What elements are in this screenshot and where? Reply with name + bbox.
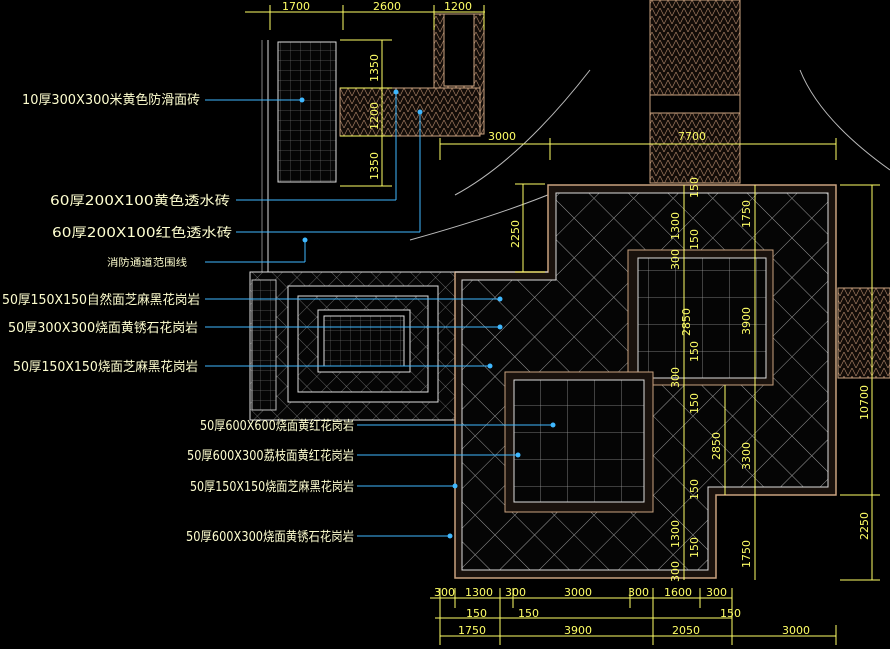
dim-c-2: 1750	[740, 200, 753, 228]
dim-c-15: 1750	[740, 540, 753, 568]
dim-c-9: 300	[669, 367, 682, 388]
dim-b3-4: 3000	[782, 624, 810, 637]
dim-c-5: 300	[669, 249, 682, 270]
label-6: 50厚300X300烧面黄锈石花岗岩	[8, 320, 198, 336]
dim-b3-1: 1750	[458, 624, 486, 637]
north-path	[649, 0, 741, 184]
dimension-texts: 1700 2600 1200 1350 1200 1350 3000 7700 …	[282, 0, 871, 637]
dim-b2-3: 150	[720, 607, 741, 620]
dim-b1-5: 300	[628, 586, 649, 599]
dim-left-v: 2250	[509, 220, 522, 248]
dim-c-13: 150	[688, 479, 701, 500]
east-path	[837, 287, 890, 379]
dim-c-3: 1300	[669, 212, 682, 240]
dim-top-1: 1700	[282, 0, 310, 13]
dim-b2-1: 150	[466, 607, 487, 620]
dim-b1-1: 300	[434, 586, 455, 599]
dim-c-17: 300	[669, 561, 682, 582]
leader-lines	[205, 92, 553, 537]
dim-b3-2: 3900	[564, 624, 592, 637]
label-8: 50厚600X600烧面黄红花岗岩	[200, 418, 354, 434]
dim-c-1: 150	[688, 177, 701, 198]
dim-right-total: 10700	[858, 385, 871, 420]
dim-ul-3: 1350	[368, 152, 381, 180]
label-7: 50厚150X150烧面芝麻黑花岗岩	[13, 359, 198, 375]
dim-b2-2: 150	[518, 607, 539, 620]
dim-right-lower: 2250	[858, 512, 871, 540]
label-3: 60厚200X100红色透水砖	[52, 225, 232, 241]
dim-b1-7: 300	[706, 586, 727, 599]
dim-b1-2: 1300	[465, 586, 493, 599]
label-10: 50厚150X150烧面芝麻黑花岗岩	[190, 479, 354, 495]
dim-b3-3: 2050	[672, 624, 700, 637]
west-plaza	[249, 271, 456, 421]
label-9: 50厚600X300荔枝面黄红花岗岩	[187, 448, 354, 464]
dim-c-7: 3900	[740, 307, 753, 335]
material-labels: 10厚300X300米黄色防滑面砖 60厚200X100黄色透水砖 60厚200…	[2, 92, 354, 545]
label-2: 60厚200X100黄色透水砖	[50, 193, 230, 209]
dim-c-14: 1300	[669, 520, 682, 548]
dim-top-3: 1200	[444, 0, 472, 13]
dimension-lines	[245, 5, 880, 645]
dim-c-6: 2850	[680, 308, 693, 336]
dim-b1-6: 1600	[664, 586, 692, 599]
label-5: 50厚150X150自然面芝麻黑花岗岩	[2, 292, 200, 308]
fire-lane-curves	[409, 69, 890, 241]
dim-top-2: 2600	[373, 0, 401, 13]
label-1: 10厚300X300米黄色防滑面砖	[22, 92, 200, 108]
main-plaza	[454, 184, 837, 579]
dim-c-10: 150	[688, 393, 701, 414]
dim-c-12: 3300	[740, 442, 753, 470]
dim-ul-1: 1350	[368, 54, 381, 82]
dim-c-16: 150	[688, 537, 701, 558]
label-4: 消防通道范围线	[107, 256, 187, 269]
dim-c-4: 150	[688, 229, 701, 250]
dim-mid-2: 7700	[678, 130, 706, 143]
leader-dots	[299, 89, 556, 539]
dim-ul-2: 1200	[368, 102, 381, 130]
label-11: 50厚600X300烧面黄锈石花岗岩	[186, 529, 354, 545]
dim-c-8: 150	[688, 341, 701, 362]
dim-mid-1: 3000	[488, 130, 516, 143]
dim-b1-3: 300	[505, 586, 526, 599]
upper-left-module	[261, 13, 485, 272]
dim-c-11: 2850	[710, 432, 723, 460]
dim-b1-4: 3000	[564, 586, 592, 599]
